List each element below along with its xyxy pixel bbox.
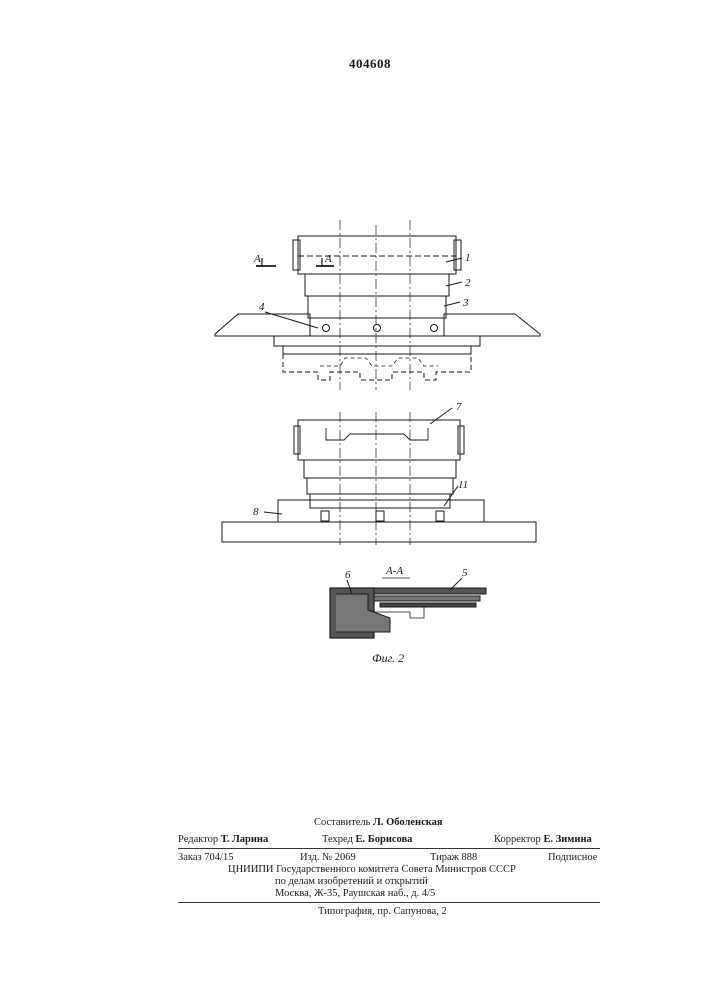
divider-top <box>178 848 600 849</box>
lower-view: 7 8 11 <box>222 401 536 545</box>
part-label-1: 1 <box>465 252 471 264</box>
corrector-role: Корректор <box>494 834 541 845</box>
part-label-8: 8 <box>253 506 259 518</box>
institute-line-3: Москва, Ж-35, Раушская наб., д. 4/5 <box>275 888 435 900</box>
techred-line: Техред Е. Борисова <box>322 834 412 846</box>
corrector-name: Е. Зимина <box>543 834 591 845</box>
editor-role: Редактор <box>178 834 218 845</box>
figure-caption: Фиг. 2 <box>372 651 404 665</box>
institute-line-1: ЦНИИПИ Государственного комитета Совета … <box>228 864 516 876</box>
corrector-line: Корректор Е. Зимина <box>494 834 592 846</box>
section-mark-left: A <box>253 253 261 265</box>
part-label-3: 3 <box>462 297 469 309</box>
divider-bottom <box>178 902 600 903</box>
edition-number: Изд. № 2069 <box>300 852 356 864</box>
part-label-4: 4 <box>259 301 265 313</box>
techred-name: Е. Борисова <box>356 834 413 845</box>
part-label-7: 7 <box>456 401 462 413</box>
section-title: A-A <box>385 565 403 577</box>
upper-view: 1 2 3 4 A A <box>215 220 540 390</box>
part-label-5: 5 <box>462 567 468 579</box>
part-label-6: 6 <box>345 569 351 581</box>
editor-name: Т. Ларина <box>221 834 268 845</box>
techred-role: Техред <box>322 834 353 845</box>
part-label-11: 11 <box>458 479 468 491</box>
subscription-label: Подписное <box>548 852 597 864</box>
technical-drawing: 1 2 3 4 A A 7 8 11 A-A <box>0 0 707 700</box>
compiler-line: Составитель Л. Оболенская <box>314 817 443 829</box>
order-number: Заказ 704/15 <box>178 852 233 864</box>
compiler-role: Составитель <box>314 817 370 828</box>
printing-house: Типография, пр. Сапунова, 2 <box>318 906 447 918</box>
print-run: Тираж 888 <box>430 852 477 864</box>
part-label-2: 2 <box>465 277 471 289</box>
editor-line: Редактор Т. Ларина <box>178 834 268 846</box>
section-a-a: A-A 6 5 Фиг. 2 <box>330 565 486 665</box>
compiler-name: Л. Оболенская <box>373 817 443 828</box>
section-mark-right: A <box>324 253 332 265</box>
institute-line-2: по делам изобретений и открытий <box>275 876 428 888</box>
